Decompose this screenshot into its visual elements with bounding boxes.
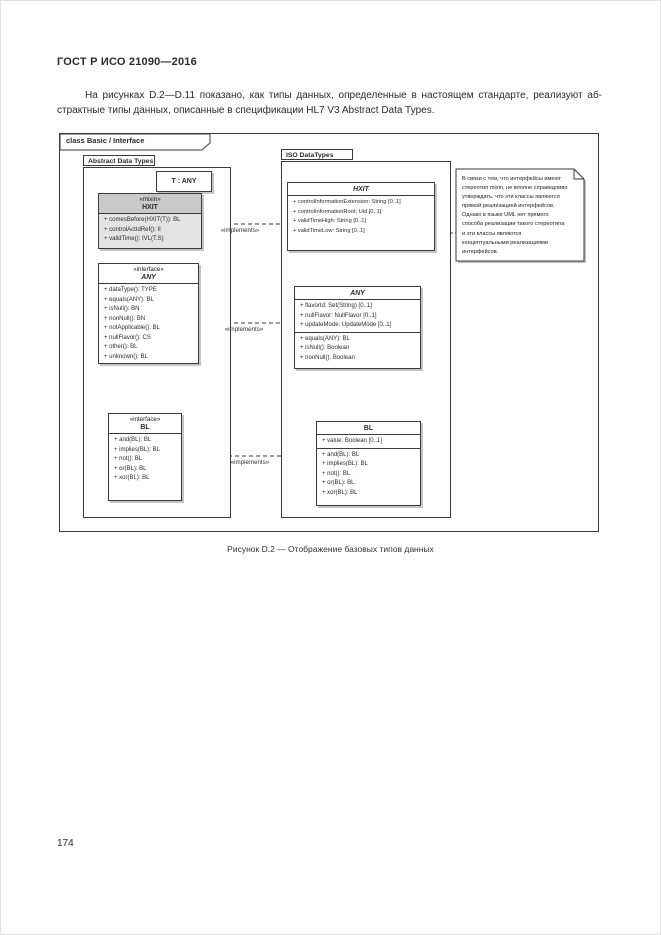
attribute-row: + controlInformationExtension: String [0… (293, 199, 401, 205)
attribute-row: + flavorId: Set(String) [0..1] (300, 303, 372, 309)
operation-row: + validTime(): IVL(T.S) (104, 236, 164, 242)
operations-compartment: + equals(ANY): BL + isNull(): Boolean + … (295, 331, 420, 365)
operations-compartment: + comesBefore(HXIT(T)): BL + controlActI… (99, 214, 201, 246)
template-parameter-box: T : ANY (156, 171, 212, 192)
frame-label: class Basic / Interface (66, 136, 145, 145)
implements-label: «implements» (220, 227, 260, 234)
note-line: утверждать, что эти классы являются (462, 194, 560, 201)
class-abstract-hxit: «mixin» HXIT + comesBefore(HXIT(T)): BL … (98, 193, 202, 249)
operation-row: + notApplicable(): BL (104, 325, 160, 331)
class-name: HXIT (353, 186, 369, 193)
operation-row: + and(BL): BL (114, 437, 152, 443)
attributes-compartment: + flavorId: Set(String) [0..1] + nullFla… (295, 300, 420, 332)
intro-paragraph: На рисунках D.2—D.11 показано, как типы … (57, 88, 602, 118)
class-name: ANY (141, 274, 156, 281)
attributes-compartment: + value: Boolean [0..1] (317, 435, 420, 448)
implements-label: «implements» (224, 326, 264, 333)
operation-row: + equals(ANY): BL (300, 335, 350, 342)
class-abstract-any: «interface» ANY + dataType(): TYPE + equ… (98, 263, 199, 364)
operation-row: + comesBefore(HXIT(T)): BL (104, 217, 181, 223)
operation-row: + not(): BL (114, 456, 143, 462)
operations-compartment: + and(BL): BL + implies(BL): BL + not():… (109, 434, 181, 485)
class-iso-any: ANY + flavorId: Set(String) [0..1] + nul… (294, 286, 421, 369)
note-line: прямой реализацией интерфейсов. (462, 203, 555, 210)
class-name: ANY (350, 290, 365, 297)
stereotype-label: «interface» (133, 266, 164, 273)
class-iso-hxit: HXIT + controlInformationExtension: Stri… (287, 182, 435, 251)
note-line: интерфейсов. (462, 248, 499, 255)
note-text: В связи с тем, что интерфейсы имеют стер… (462, 175, 580, 257)
operation-row: + dataType(): TYPE (104, 287, 157, 293)
class-name: BL (363, 425, 374, 432)
operation-row: + nonNull(): Boolean (300, 354, 355, 361)
uml-diagram-frame: class Basic / Interface Abstract Data Ty… (59, 133, 599, 532)
operation-row: + or(BL): BL (114, 465, 147, 472)
note-line: способа реализации такого стереотипа (462, 221, 565, 228)
standard-number-heading: ГОСТ Р ИСО 21090—2016 (57, 56, 197, 68)
operation-row: + isNull(): Boolean (300, 345, 350, 351)
attribute-row: + nullFlavor: NullFlavor [0..1] (300, 312, 377, 319)
operation-row: + other(): BL (104, 344, 138, 350)
attributes-compartment: + controlInformationExtension: String [0… (288, 196, 434, 237)
page-number: 174 (57, 838, 74, 849)
figure-caption: Рисунок D.2 — Отображение базовых типов … (227, 544, 434, 554)
operations-compartment: + dataType(): TYPE + equals(ANY): BL + i… (99, 284, 198, 363)
operation-row: + not(): BL (322, 470, 351, 477)
operation-row: + equals(ANY): BL (104, 296, 154, 303)
note-line: и эти классы являются (462, 230, 522, 237)
note-line: Однако в языке UML нет прямого (462, 212, 549, 219)
class-header: «interface» BL (109, 414, 181, 434)
note-line: В связи с тем, что интерфейсы имеют (462, 176, 562, 182)
implements-label: «implements» (230, 459, 270, 466)
operation-row: + nonNull(): BN (104, 315, 146, 322)
operation-row: + isNull(): BN (104, 306, 140, 312)
operation-row: + xor(BL): BL (322, 489, 358, 496)
package-tab-iso-datatypes: ISO DataTypes (281, 149, 353, 160)
class-name: HXIT (142, 204, 158, 211)
operation-row: + and(BL): BL (322, 451, 360, 458)
attribute-row: + validTimeLow: String [0..1] (293, 227, 365, 234)
attribute-row: + validTimeHigh: String [0..1] (293, 218, 366, 224)
note-line: концептуальными реализациями (462, 239, 548, 246)
attribute-row: + controlInformationRoot: Uid [0..1] (293, 208, 382, 215)
operation-row: + implies(BL): BL (114, 446, 160, 453)
class-name: BL (140, 424, 150, 431)
operation-row: + unknown(): BL (104, 353, 148, 360)
operations-compartment: + and(BL): BL + implies(BL): BL + not():… (317, 447, 420, 500)
operation-row: + or(BL): BL (322, 480, 355, 486)
package-tab-abstract-data-types: Abstract Data Types (83, 155, 155, 166)
class-header: «mixin» HXIT (99, 194, 201, 214)
paragraph-line-1: На рисунках D.2—D.11 показано, как типы … (85, 90, 602, 101)
attribute-row: + value: Boolean [0..1] (322, 438, 382, 444)
operation-row: + xor(BL): BL (114, 475, 150, 481)
operation-row: + nullFlavor(): CS (104, 334, 151, 341)
stereotype-label: «interface» (129, 416, 161, 423)
stereotype-label: «mixin» (139, 196, 161, 203)
class-header: ANY (295, 287, 420, 300)
class-header: «interface» ANY (99, 264, 198, 284)
operation-row: + controlActIdRef(): II (104, 226, 161, 233)
class-header: BL (317, 422, 420, 435)
operation-row: + implies(BL): BL (322, 461, 368, 467)
paragraph-line-2: страктные типы данных, описанные в специ… (57, 105, 435, 116)
note-line: стереотип mixin, не вполне справедливо (462, 185, 568, 192)
class-abstract-bl: «interface» BL + and(BL): BL + implies(B… (108, 413, 182, 501)
class-header: HXIT (288, 183, 434, 196)
class-iso-bl: BL + value: Boolean [0..1] + and(BL): BL… (316, 421, 421, 506)
attribute-row: + updateMode: UpdateMode [0..1] (300, 322, 392, 328)
